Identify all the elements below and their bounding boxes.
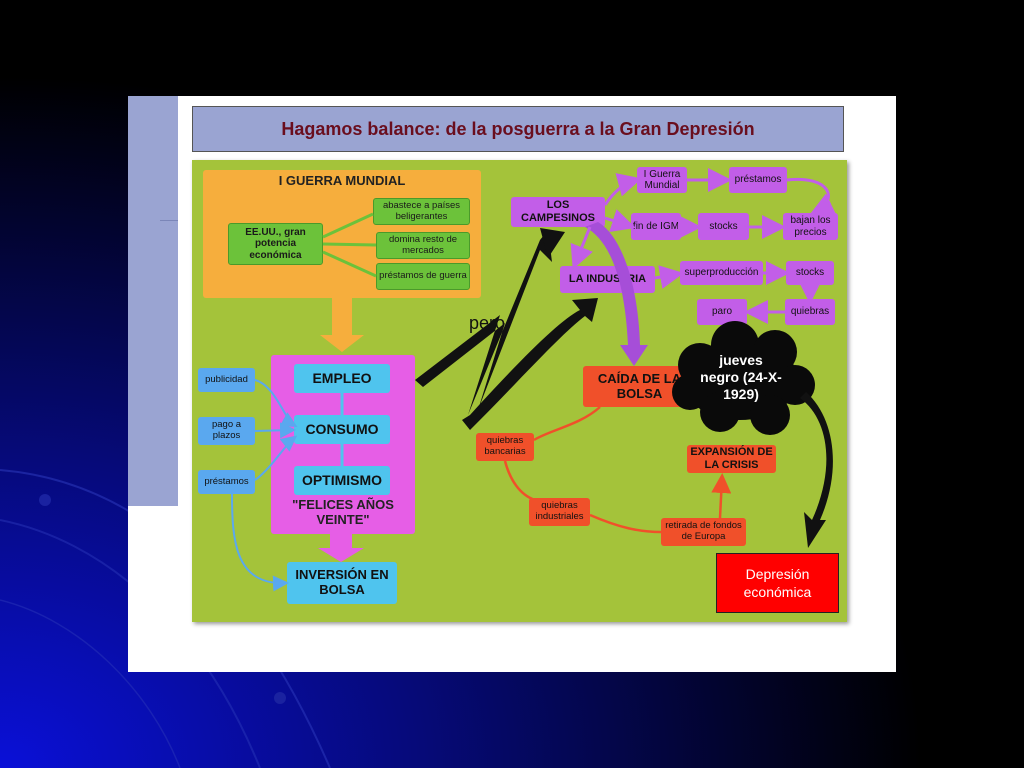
- jueves-negro-label: jueves negro (24-X-1929): [700, 352, 782, 402]
- depresion-economica-box: Depresión económica: [716, 553, 839, 613]
- caida-bolsa-box: CAÍDA DE LA BOLSA: [583, 366, 696, 407]
- inversion-bolsa-box: INVERSIÓN EN BOLSA: [287, 562, 397, 604]
- eeuu-box: EE.UU., gran potencia económica: [228, 223, 323, 265]
- slide-title: Hagamos balance: de la posguerra a la Gr…: [192, 106, 844, 152]
- optimismo-box: OPTIMISMO: [294, 466, 390, 495]
- fin-igm-box: fin de IGM: [631, 213, 681, 240]
- stocks-industria-box: stocks: [786, 261, 834, 285]
- abastece-box: abastece a países beligerantes: [373, 198, 470, 225]
- guerra-mundial-small-box: I Guerra Mundial: [637, 167, 687, 193]
- prestamos-campesinos-box: préstamos: [729, 167, 787, 193]
- pago-plazos-box: pago a plazos: [198, 417, 255, 445]
- quiebras-industriales-box: quiebras industriales: [529, 498, 590, 526]
- paro-box: paro: [697, 299, 747, 325]
- bajan-precios-box: bajan los precios: [783, 213, 838, 240]
- expansion-crisis-box: EXPANSIÓN DE LA CRISIS: [687, 445, 776, 473]
- domina-box: domina resto de mercados: [376, 232, 470, 259]
- slide-left-bar: [128, 96, 178, 506]
- publicidad-box: publicidad: [198, 368, 255, 392]
- empleo-box: EMPLEO: [294, 364, 390, 393]
- quiebras-industria-box: quiebras: [785, 299, 835, 325]
- industria-box: LA INDUSTRIA: [560, 266, 655, 293]
- campesinos-box: LOS CAMPESINOS: [511, 197, 605, 227]
- guerra-mundial-header: I GUERRA MUNDIAL: [278, 173, 406, 188]
- superproduccion-box: superproducción: [680, 261, 763, 285]
- slide-divider: [160, 220, 178, 221]
- consumo-box: CONSUMO: [294, 415, 390, 444]
- felices-label: "FELICES AÑOS VEINTE": [292, 497, 394, 527]
- retirada-fondos-box: retirada de fondos de Europa: [661, 518, 746, 546]
- prestamos-guerra-box: préstamos de guerra: [376, 263, 470, 290]
- prestamos-consumo-box: préstamos: [198, 470, 255, 494]
- quiebras-bancarias-box: quiebras bancarias: [476, 433, 534, 461]
- stocks-campesinos-box: stocks: [698, 213, 749, 240]
- pero-label: pero: [468, 313, 506, 333]
